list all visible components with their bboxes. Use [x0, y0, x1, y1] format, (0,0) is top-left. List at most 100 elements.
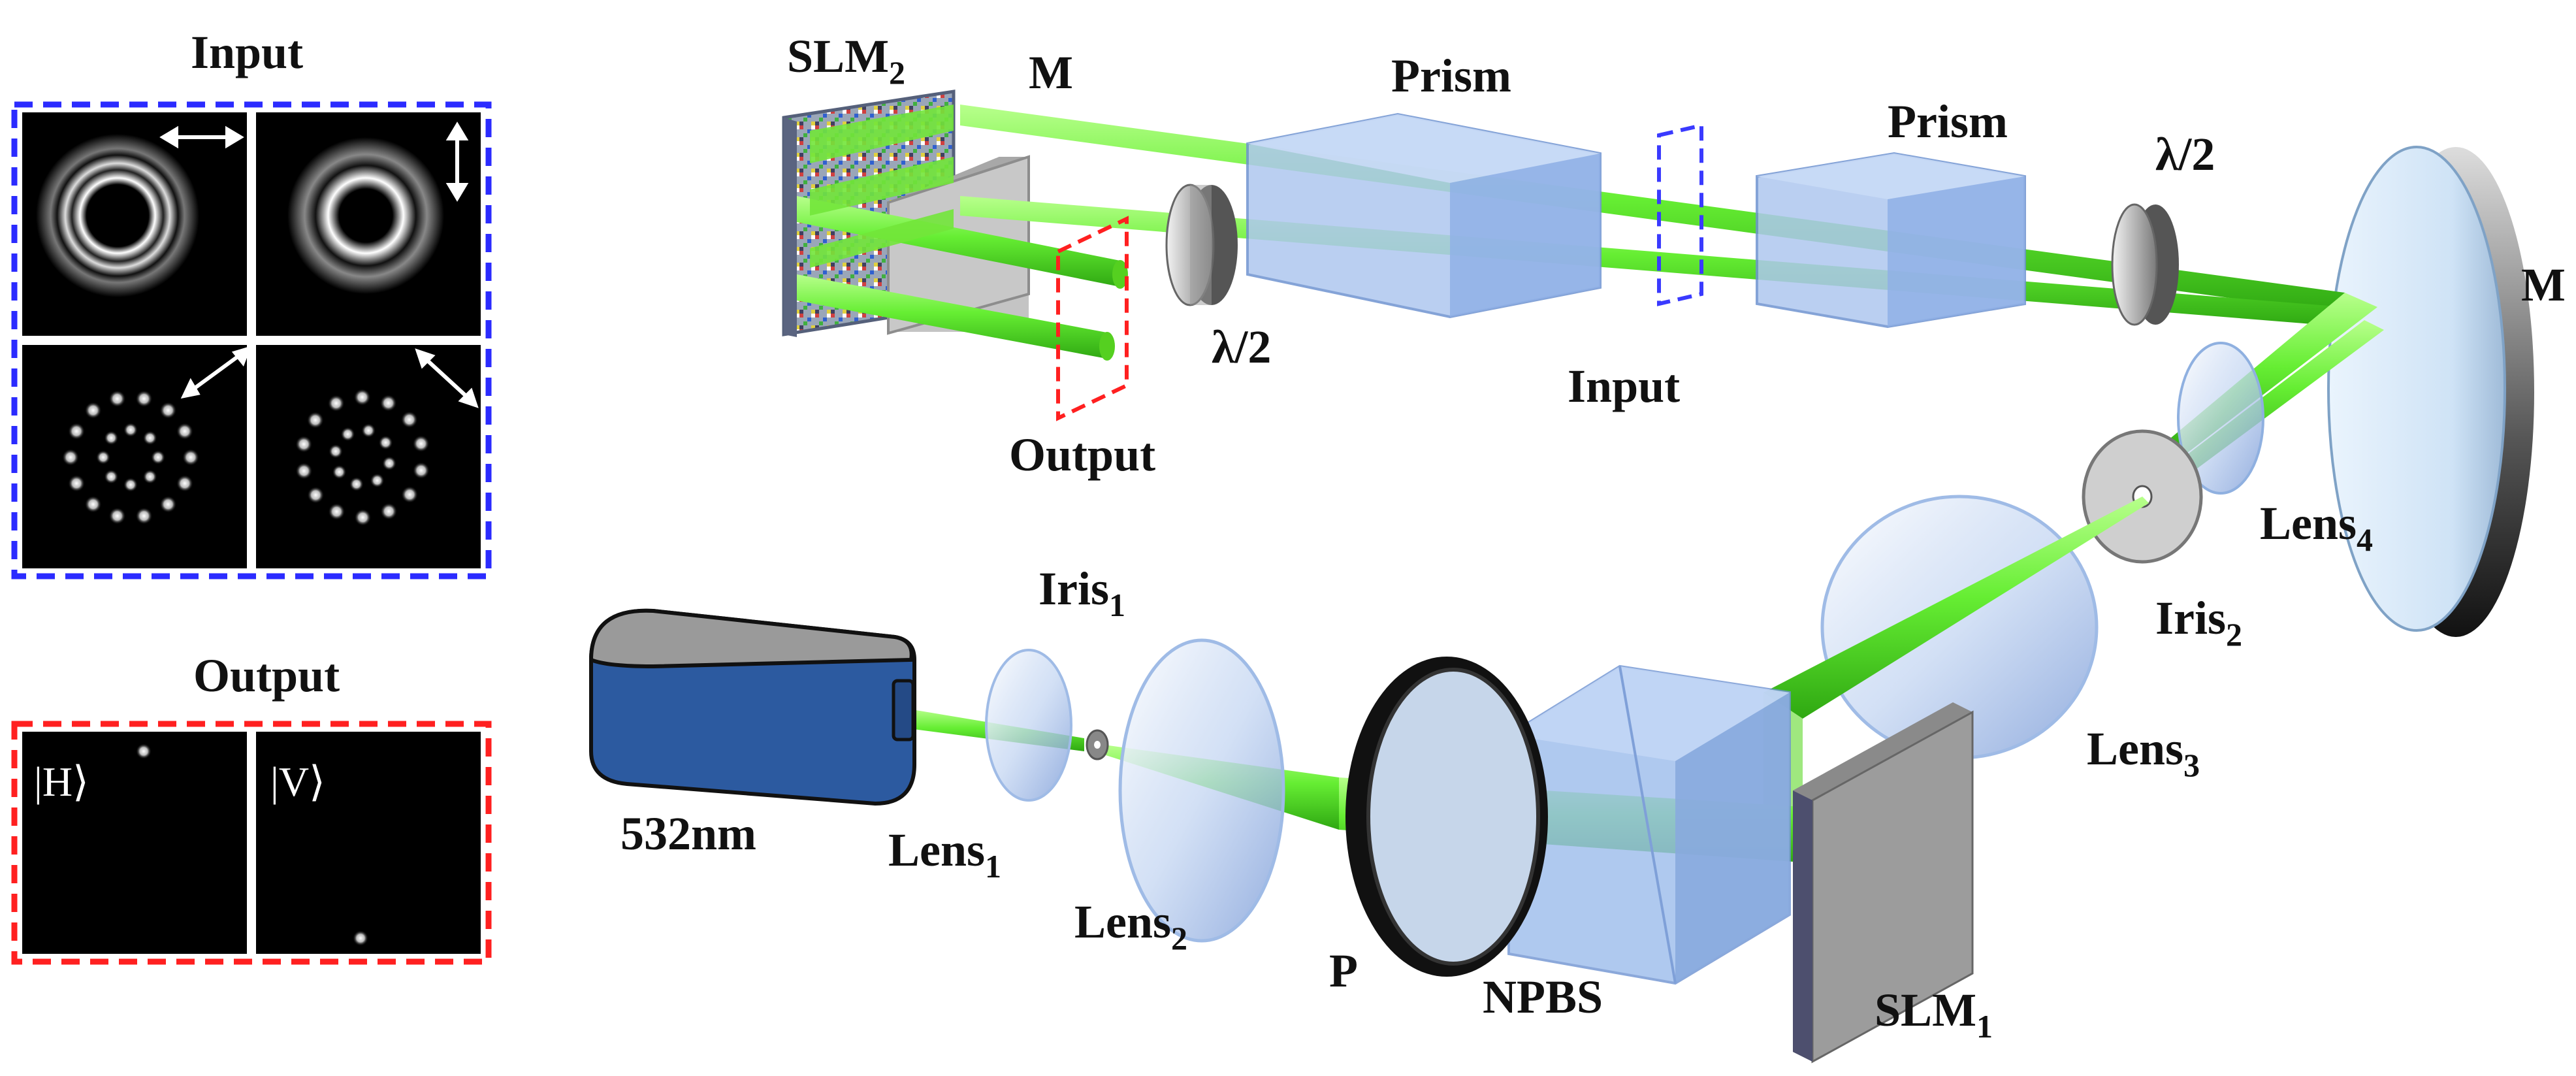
- ring-mode-pattern: [36, 134, 199, 297]
- label-prism-left: Prism: [1391, 50, 1511, 102]
- petal-mode-pattern: [295, 389, 430, 526]
- petal-spot: [68, 423, 86, 440]
- petal-spot: [412, 435, 430, 453]
- beam: [1763, 497, 2149, 719]
- input-panel: Input: [11, 26, 492, 579]
- petal-spot: [354, 509, 372, 526]
- petal-spot: [135, 390, 153, 408]
- petal-spot: [329, 444, 343, 459]
- petal-spot: [176, 474, 193, 492]
- antidiagonal-arrow-icon: [421, 355, 472, 402]
- petal-spot: [378, 435, 393, 450]
- input-plane-marker: [1657, 123, 1703, 306]
- label-lens2: Lens2: [1074, 896, 1187, 956]
- petal-spot: [159, 402, 177, 419]
- petal-spot: [159, 495, 177, 513]
- petal-spot: [412, 462, 430, 480]
- label-input-plane: Input: [1568, 360, 1680, 412]
- prism-left: [1246, 112, 1602, 319]
- output-image-v: [256, 732, 481, 954]
- petal-spot: [135, 507, 153, 525]
- petal-spot: [182, 449, 199, 466]
- petal-spot: [295, 462, 313, 480]
- output-plane-marker: [1056, 216, 1129, 421]
- petal-spot: [328, 503, 346, 521]
- petal-spot: [68, 474, 86, 492]
- input-panel-title: Input: [191, 26, 303, 78]
- label-lens3: Lens3: [2087, 723, 2200, 783]
- petal-spot: [142, 431, 157, 446]
- petal-spot: [400, 411, 418, 429]
- label-slm1: SLM1: [1875, 984, 1993, 1045]
- mode-image-diagonal: [22, 345, 247, 568]
- lens4: [2177, 342, 2264, 495]
- label-iris2: Iris2: [2155, 592, 2242, 653]
- output-spot: [136, 743, 152, 759]
- petal-spot: [382, 456, 396, 471]
- petal-spot: [353, 389, 371, 406]
- petal-spot: [295, 435, 313, 453]
- diagonal-arrow-icon: [188, 351, 244, 394]
- petal-spot: [332, 465, 347, 480]
- petal-spot: [380, 502, 398, 520]
- laser-source: [588, 608, 916, 806]
- petal-spot: [123, 423, 138, 437]
- label-lens1: Lens1: [888, 824, 1001, 885]
- ket-h-label: |H⟩: [34, 758, 89, 805]
- petal-spot: [349, 477, 364, 491]
- halfwave-plate-left: [1165, 184, 1238, 306]
- lens2: [1118, 638, 1285, 943]
- npbs-cube: [1507, 664, 1791, 985]
- petal-spot: [62, 449, 79, 466]
- ring-mode-pattern: [287, 137, 444, 294]
- label-lens4: Lens4: [2260, 497, 2373, 558]
- petal-spot: [142, 469, 157, 484]
- beam: [797, 274, 1110, 359]
- petal-spot: [379, 394, 397, 412]
- lens1: [985, 649, 1072, 802]
- label-halfwave-left: λ/2: [1212, 321, 1271, 373]
- label-mirror-right: M: [2521, 259, 2566, 311]
- petal-spot: [401, 486, 419, 503]
- mode-image-antidiagonal: [256, 345, 481, 568]
- polarization-arrows: [159, 122, 479, 408]
- petal-spot: [108, 390, 126, 408]
- input-panel-border: [11, 101, 492, 579]
- petal-spot: [104, 469, 119, 484]
- output-panel-border: [11, 721, 492, 965]
- beam: [797, 196, 1123, 287]
- petal-spot: [361, 423, 376, 438]
- petal-spot: [84, 402, 102, 419]
- halfwave-plate-right: [2111, 203, 2179, 326]
- petal-spot: [306, 412, 324, 429]
- mirror-right: [2327, 146, 2534, 637]
- label-laser: 532nm: [620, 807, 756, 860]
- petal-spot: [176, 423, 193, 440]
- iris1: [1086, 729, 1109, 760]
- label-slm2: SLM2: [787, 30, 905, 91]
- petal-spot: [151, 450, 165, 465]
- label-iris1: Iris1: [1038, 562, 1125, 623]
- petal-spot: [104, 431, 119, 446]
- petal-spot: [370, 473, 385, 488]
- output-panel-title: Output: [193, 649, 340, 702]
- label-output-plane: Output: [1009, 429, 1155, 481]
- petal-spot: [108, 507, 126, 525]
- slm1-device: [1793, 702, 1974, 1064]
- label-npbs: NPBS: [1483, 971, 1603, 1023]
- label-halfwave-right: λ/2: [2155, 128, 2215, 180]
- output-panel: Output |H⟩ |V⟩: [11, 649, 492, 965]
- petal-spot: [84, 495, 102, 513]
- petal-spot: [123, 478, 138, 492]
- petal-spot: [327, 395, 345, 412]
- ket-v-label: |V⟩: [270, 758, 325, 805]
- prism-right: [1756, 152, 2026, 329]
- label-prism-right: Prism: [1888, 95, 2008, 148]
- petal-spot: [96, 450, 110, 465]
- label-polarizer: P: [1329, 945, 1358, 997]
- polarizer: [1345, 657, 1548, 977]
- output-spot: [353, 930, 368, 946]
- petal-mode-pattern: [62, 390, 199, 525]
- output-image-h: [22, 732, 247, 954]
